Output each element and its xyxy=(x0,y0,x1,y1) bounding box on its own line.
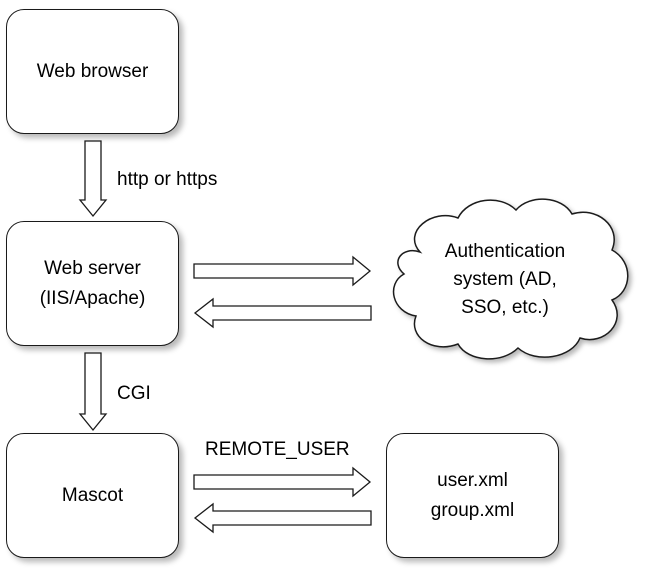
files-label-line2: group.xml xyxy=(430,499,515,521)
web-server-label-line2: (IIS/Apache) xyxy=(39,287,146,309)
arrow-mascot-to-files xyxy=(193,466,372,498)
web-browser-label: Web browser xyxy=(36,60,149,82)
auth-label-line2: system (AD, xyxy=(453,269,557,290)
user-group-files-node: user.xml group.xml xyxy=(386,433,559,558)
web-server-label-line1: Web server xyxy=(44,257,141,279)
auth-label-line3: SSO, etc.) xyxy=(461,297,549,318)
auth-label-line1: Authentication xyxy=(444,241,566,262)
mascot-node: Mascot xyxy=(6,433,179,558)
edge-label-http: http or https xyxy=(117,169,218,190)
mascot-label: Mascot xyxy=(61,484,124,506)
arrow-server-to-auth xyxy=(193,255,372,287)
arrow-files-to-mascot xyxy=(193,502,372,534)
auth-system-node: Authentication system (AD, SSO, etc.) xyxy=(395,238,615,322)
files-label-line1: user.xml xyxy=(437,469,508,491)
web-browser-node: Web browser xyxy=(6,9,179,134)
edge-label-remote-user: REMOTE_USER xyxy=(205,439,350,460)
auth-cloud-shape xyxy=(392,198,629,360)
edge-label-cgi: CGI xyxy=(117,383,151,404)
web-server-node: Web server (IIS/Apache) xyxy=(6,221,179,346)
arrow-browser-to-server xyxy=(78,140,108,218)
arrow-auth-to-server xyxy=(193,297,372,329)
arrow-server-to-mascot xyxy=(78,352,108,432)
